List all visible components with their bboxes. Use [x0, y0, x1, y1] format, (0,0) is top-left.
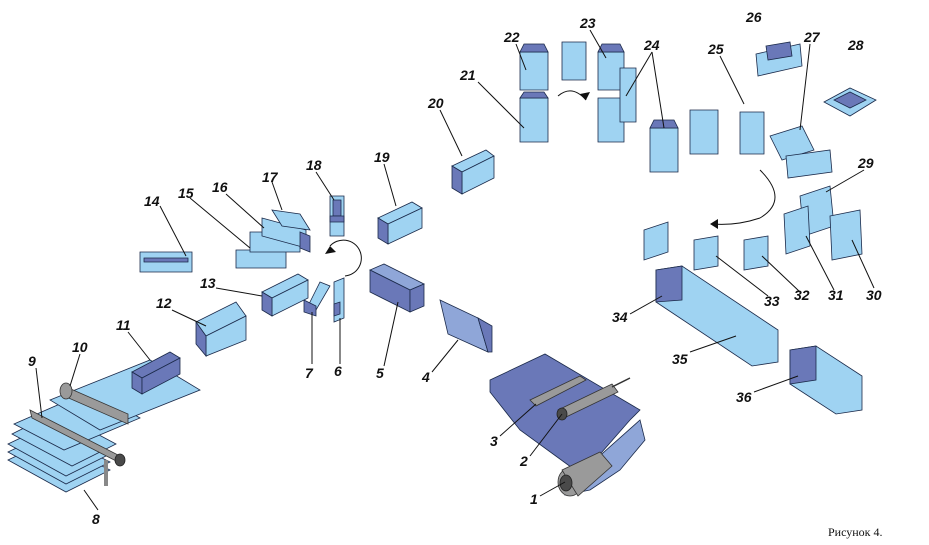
- label-28: 28: [847, 37, 864, 53]
- sheet-4: [439, 299, 493, 353]
- label-14: 14: [144, 193, 160, 209]
- label-33: 33: [764, 293, 780, 309]
- label-13: 13: [200, 275, 216, 291]
- blank-6: [333, 277, 345, 323]
- label-5: 5: [376, 365, 384, 381]
- label-16: 16: [212, 179, 228, 195]
- label-4: 4: [421, 369, 430, 385]
- printer-stack: [7, 351, 201, 493]
- label-8: 8: [92, 511, 100, 527]
- label-11: 11: [116, 317, 131, 333]
- label-31: 31: [828, 287, 844, 303]
- label-29: 29: [857, 155, 874, 171]
- label-25: 25: [707, 41, 724, 57]
- label-34: 34: [612, 309, 628, 325]
- boxes-36: [789, 345, 863, 415]
- boxes-34-35: [655, 265, 779, 367]
- blank-18: [329, 195, 345, 237]
- label-21: 21: [459, 67, 476, 83]
- leader-lines: [35, 29, 875, 511]
- boxes-25-30: [755, 41, 877, 261]
- label-6: 6: [334, 363, 342, 379]
- label-3: 3: [490, 433, 498, 449]
- boxes-21-24: [519, 41, 765, 173]
- number-labels: 1 2 3 4 5 6 7 8 9 10 11 12 13 14 15 16 1…: [28, 9, 882, 527]
- boxes-15-17: [235, 209, 311, 269]
- label-10: 10: [72, 339, 88, 355]
- label-22: 22: [503, 29, 520, 45]
- label-19: 19: [374, 149, 390, 165]
- label-32: 32: [794, 287, 810, 303]
- label-1: 1: [530, 491, 538, 507]
- label-30: 30: [866, 287, 882, 303]
- label-17: 17: [262, 169, 279, 185]
- label-2: 2: [519, 453, 528, 469]
- box-13: [261, 273, 309, 317]
- paper-roll-web: [489, 353, 646, 497]
- label-24: 24: [643, 37, 660, 53]
- label-23: 23: [579, 15, 596, 31]
- figure-caption: Рисунок 4.: [828, 525, 883, 539]
- tube-5: [369, 263, 425, 313]
- label-27: 27: [803, 29, 821, 45]
- label-12: 12: [156, 295, 172, 311]
- label-36: 36: [736, 389, 752, 405]
- box-20: [451, 149, 495, 195]
- blank-7: [303, 281, 331, 317]
- label-9: 9: [28, 353, 36, 369]
- label-20: 20: [427, 95, 444, 111]
- label-7: 7: [305, 365, 314, 381]
- blank-12: [195, 301, 247, 358]
- box-19: [377, 201, 423, 245]
- label-35: 35: [672, 351, 688, 367]
- label-26: 26: [745, 9, 762, 25]
- blank-14: [139, 251, 193, 273]
- label-18: 18: [306, 157, 322, 173]
- label-15: 15: [178, 185, 194, 201]
- boxes-31-33: [643, 221, 769, 271]
